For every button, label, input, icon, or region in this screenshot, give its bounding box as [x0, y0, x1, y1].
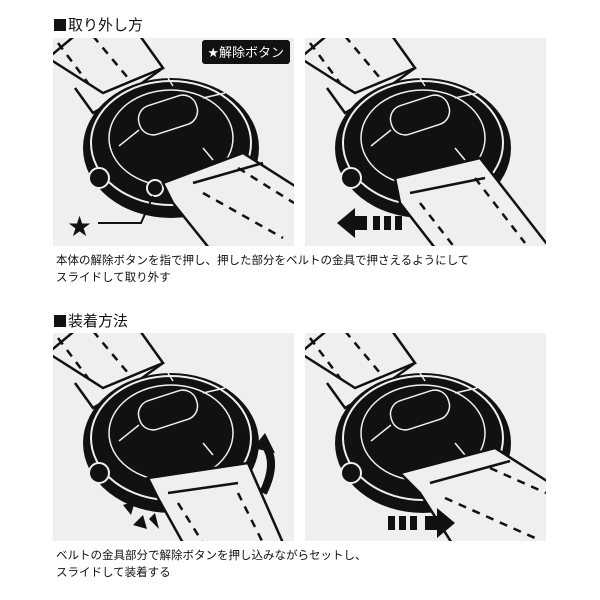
illustration-removal-step1: ★ ★解除ボタン [53, 38, 294, 246]
click-impact-icon [123, 501, 159, 529]
section-title-removal: 取り外し方 [54, 14, 143, 35]
caption-line-1: ベルトの金具部分で解除ボタンを押し込みながらセットし、 [56, 548, 367, 562]
illustration-install-step1 [53, 333, 294, 541]
removal-caption: 本体の解除ボタンを指で押し、押した部分をベルトの金具で押さえるようにして スライ… [56, 252, 469, 286]
watch-illustration [305, 333, 546, 541]
section-title-text: 装着方法 [68, 312, 129, 330]
caption-line-2: スライドして装着する [56, 565, 171, 579]
star-marker-icon: ★ [67, 210, 92, 243]
curved-arrow-icon [259, 442, 275, 495]
illustration-install-step2 [305, 333, 546, 541]
arrow-right-icon [388, 508, 455, 538]
install-caption: ベルトの金具部分で解除ボタンを押し込みながらセットし、 スライドして装着する [56, 547, 367, 581]
release-button-badge: ★解除ボタン [202, 40, 290, 64]
square-bullet-icon [54, 19, 66, 31]
watch-illustration [305, 38, 546, 246]
caption-line-1: 本体の解除ボタンを指で押し、押した部分をベルトの金具で押さえるようにして [56, 253, 470, 267]
caption-line-2: スライドして取り外す [56, 270, 171, 284]
arrow-left-icon [337, 208, 402, 238]
watch-illustration: ★ [53, 38, 294, 246]
illustration-removal-step2 [305, 38, 546, 246]
watch-illustration [53, 333, 284, 541]
square-bullet-icon [54, 315, 66, 327]
section-title-text: 取り外し方 [68, 16, 144, 34]
section-title-install: 装着方法 [54, 310, 128, 331]
